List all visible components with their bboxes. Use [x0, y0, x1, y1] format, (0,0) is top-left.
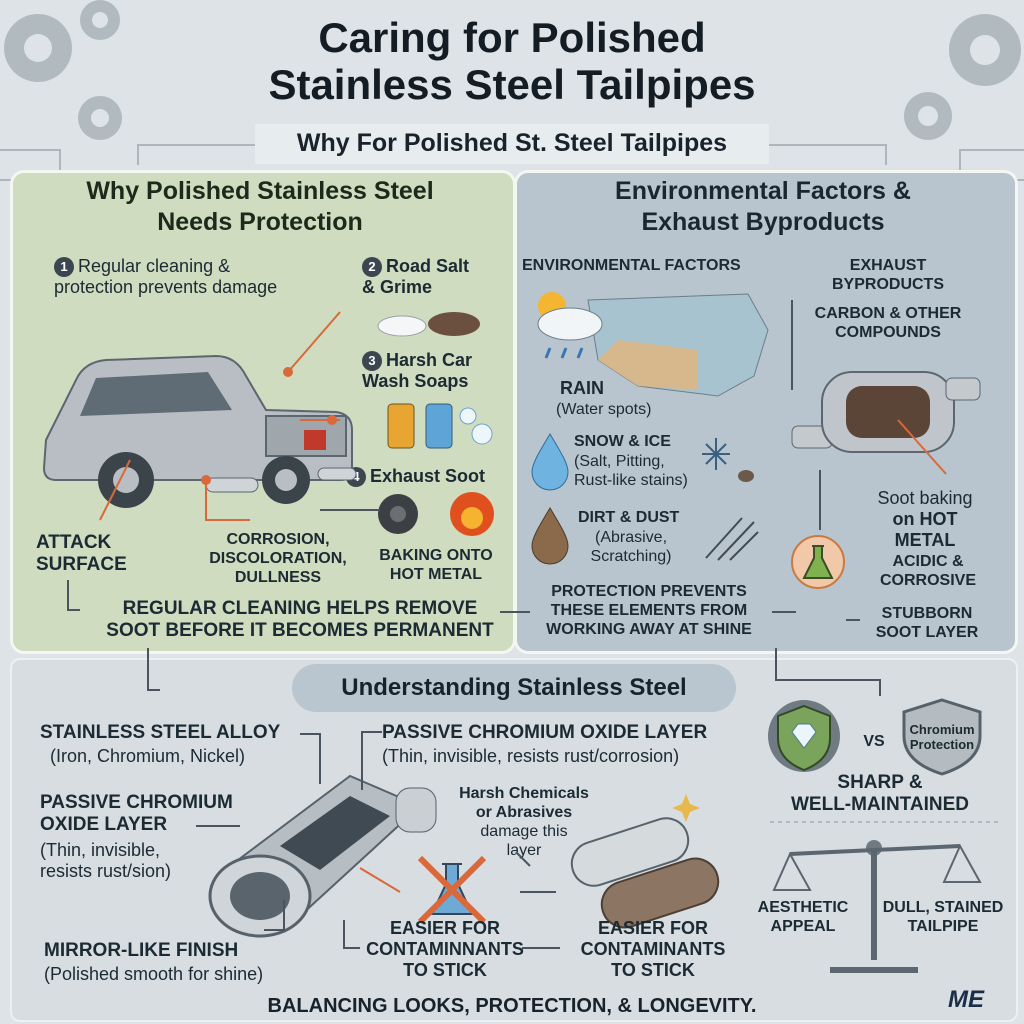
rain-label: RAIN [560, 378, 604, 398]
rain-detail: (Water spots) [556, 401, 652, 418]
brand-logo: ME [948, 986, 984, 1013]
pickup-truck-illustration [42, 354, 357, 508]
prohibited-chemical-icon [417, 855, 487, 925]
number-badge: 3 [362, 351, 382, 372]
muffler-cutaway-illustration [791, 371, 981, 453]
snow-label: SNOW & ICE [574, 433, 671, 450]
number-badge: 1 [54, 257, 74, 278]
corrosion-label: CORROSION,DISCOLORATION,DULLNESS [209, 531, 347, 586]
car-wash-soap-icon [387, 403, 493, 449]
snowflake-icon [702, 438, 754, 482]
subtitle: Why For Polished St. Steel Tailpipes [296, 129, 728, 157]
salt-grime-icon [377, 312, 480, 337]
balance-scale-illustration [770, 821, 1000, 973]
scratch-icon [705, 517, 759, 561]
understanding-title: Understanding Stainless Steel [341, 674, 687, 701]
snow-detail: (Salt, Pitting,Rust-like stains) [574, 453, 688, 489]
passive-left-detail: (Thin, invisible,resists rust/sion) [40, 840, 172, 881]
mirror-detail: (Polished smooth for shine) [44, 964, 264, 984]
exhaust-soot-icon [378, 492, 494, 536]
acid-flask-icon [791, 535, 845, 589]
alloy-detail: (Iron, Chromium, Nickel) [50, 746, 246, 766]
comparison-pipes-illustration [570, 794, 720, 929]
dirt-label: DIRT & DUST [578, 509, 680, 526]
footer-tagline: BALANCING LOOKS, PROTECTION, & LONGEVITY… [267, 995, 757, 1017]
passive-top-label: PASSIVE CHROMIUM OXIDE LAYER [382, 722, 708, 743]
dirt-drop-icon [531, 507, 569, 565]
understanding-pill [292, 664, 736, 712]
passive-top-detail: (Thin, invisible, resists rust/corrosion… [382, 746, 680, 766]
alloy-label: STAINLESS STEEL ALLOY [40, 722, 281, 743]
right-panel-heading: Environmental Factors &Exhaust Byproduct… [615, 177, 911, 236]
vs-label: VS [863, 733, 885, 750]
diamond-shield-icon [768, 700, 840, 772]
mirror-label: MIRROR-LIKE FINISH [44, 940, 239, 961]
bottom-panel [10, 658, 1018, 1022]
sharp-label: SHARP &WELL-MAINTAINED [790, 772, 969, 815]
us-map-illustration [587, 293, 769, 397]
env-factors-header: ENVIRONMENTAL FACTORS [522, 257, 741, 274]
water-drop-icon [531, 433, 569, 491]
number-badge: 2 [362, 257, 382, 278]
rain-cloud-icon [537, 292, 603, 359]
chromium-shield-icon [902, 698, 982, 776]
acidic-label: ACIDIC &CORROSIVE [879, 553, 976, 589]
dirt-detail: (Abrasive,Scratching) [590, 529, 672, 565]
subtitle-box [255, 124, 769, 164]
